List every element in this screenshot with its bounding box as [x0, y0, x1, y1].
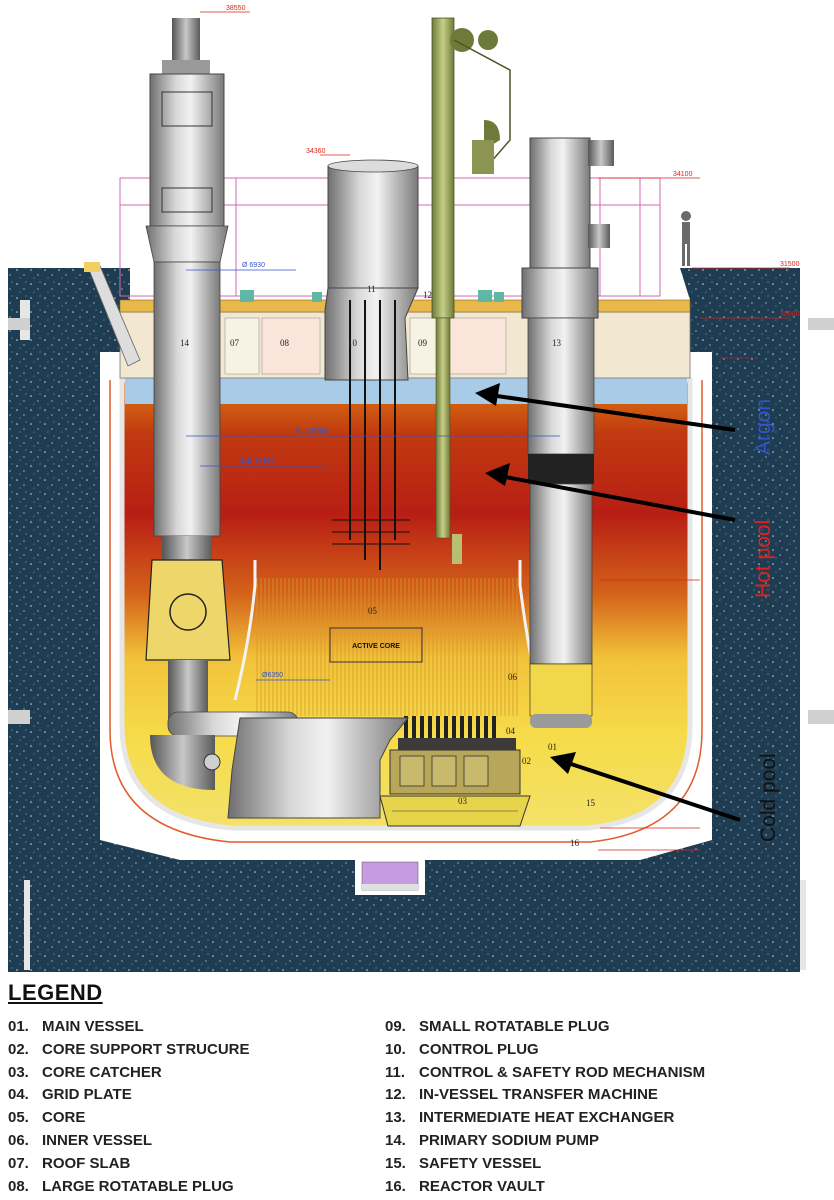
- control-safety-rod-mechanism: [332, 300, 410, 570]
- legend-item-label: CONTROL & SAFETY ROD MECHANISM: [419, 1063, 706, 1081]
- dim-elevation-1: 31500: [780, 261, 800, 268]
- legend-item-number: 13.: [385, 1109, 406, 1127]
- legend-item: 07. ROOF SLAB: [8, 1153, 250, 1176]
- legend-list-right: 09. SMALL ROTATABLE PLUG 10. CONTROL PLUG 11…: [385, 1016, 705, 1198]
- hot-pool-label: Hot pool: [752, 520, 775, 598]
- legend-item-number: 09.: [385, 1018, 406, 1035]
- core-catcher: [379, 795, 531, 827]
- tag-12: 12: [423, 290, 432, 300]
- intermediate-heat-exchanger: [521, 137, 614, 728]
- cold-pool-label: Cold pool: [757, 753, 780, 842]
- legend-item-label: INNER VESSEL: [42, 1131, 153, 1149]
- legend-item-label: ROOF SLAB: [42, 1154, 131, 1172]
- legend-item: 14. PRIMARY SODIUM PUMP: [385, 1130, 705, 1153]
- legend-item-number: 08.: [8, 1177, 29, 1195]
- tag-05: 05: [368, 606, 378, 616]
- legend-item: 12. IN-VESSEL TRANSFER MACHINE: [385, 1084, 705, 1107]
- tag-09: 09: [418, 338, 428, 348]
- legend-item-number: 05.: [8, 1109, 29, 1127]
- active-core-label: ACTIVE CORE: [352, 643, 400, 650]
- legend-item-number: 11.: [385, 1063, 406, 1081]
- legend-item-number: 07.: [8, 1154, 29, 1172]
- core-support-structure: [389, 749, 521, 795]
- tag-16: 16: [570, 838, 580, 848]
- core: [256, 578, 520, 716]
- tag-10: 10: [348, 338, 358, 348]
- tag-01: 01: [548, 742, 557, 752]
- legend-item-label: LARGE ROTATABLE PLUG: [42, 1177, 234, 1195]
- legend-item-label: CORE SUPPORT STRUCURE: [42, 1040, 250, 1058]
- legend-item-label: CONTROL PLUG: [419, 1040, 539, 1058]
- legend-item: 08. LARGE ROTATABLE PLUG: [8, 1176, 250, 1199]
- annotation-arrows: [475, 383, 741, 822]
- dimension-lines: [200, 11, 790, 851]
- in-vessel-transfer-machine: [431, 17, 511, 564]
- argon-label: Argon: [752, 399, 775, 455]
- legend-item: 16. REACTOR VAULT: [385, 1176, 705, 1199]
- legend-item: 10. CONTROL PLUG: [385, 1039, 705, 1062]
- reactor-cross-section: 38550 34360 34100 31500 30000 Ø 6930 PLD…: [8, 5, 834, 972]
- legend-item-label: CORE CATCHER: [42, 1063, 162, 1081]
- legend-item-label: MAIN VESSEL: [42, 1018, 144, 1035]
- dim-elevation-2: 30000: [780, 311, 800, 318]
- dim-core-diameter: Ø6350: [262, 672, 283, 679]
- legend-item-number: 03.: [8, 1063, 29, 1081]
- tag-13: 13: [552, 338, 562, 348]
- legend-item: 11. CONTROL & SAFETY ROD MECHANISM: [385, 1062, 705, 1085]
- core-support-flask: [227, 717, 410, 819]
- legend-item-number: 12.: [385, 1086, 406, 1104]
- tag-07: 07: [230, 338, 240, 348]
- legend-item-number: 01.: [8, 1018, 29, 1035]
- legend-title: LEGEND: [8, 980, 103, 1005]
- legend-item: 13. INTERMEDIATE HEAT EXCHANGER: [385, 1107, 705, 1130]
- dim-ihx-height: 34100: [673, 171, 693, 178]
- legend-item-label: REACTOR VAULT: [419, 1177, 545, 1195]
- legend-item: 02. CORE SUPPORT STRUCURE: [8, 1039, 250, 1062]
- legend-item-number: 14.: [385, 1131, 406, 1149]
- control-plug: [324, 159, 419, 381]
- legend-item-label: SAFETY VESSEL: [419, 1154, 542, 1172]
- diameter-lines: [186, 269, 560, 681]
- legend-item-number: 16.: [385, 1177, 406, 1195]
- tag-11: 11: [367, 284, 376, 294]
- legend-item: 05. CORE: [8, 1107, 250, 1130]
- human-scale-figure: [681, 211, 691, 266]
- tag-06: 06: [508, 672, 518, 682]
- tag-08: 08: [280, 338, 290, 348]
- legend-item-number: 06.: [8, 1131, 29, 1149]
- dim-control-plug-height: 34360: [306, 148, 326, 155]
- legend-item-label: PRIMARY SODIUM PUMP: [419, 1131, 600, 1149]
- legend-item: 09. SMALL ROTATABLE PLUG: [385, 1016, 705, 1039]
- legend-item-number: 10.: [385, 1040, 406, 1058]
- legend-item-number: 02.: [8, 1040, 29, 1058]
- legend-item: 15. SAFETY VESSEL: [385, 1153, 705, 1176]
- legend-item-label: INTERMEDIATE HEAT EXCHANGER: [419, 1109, 675, 1127]
- legend-item-label: IN-VESSEL TRANSFER MACHINE: [419, 1086, 658, 1104]
- tag-03: 03: [458, 796, 468, 806]
- tag-14: 14: [180, 338, 190, 348]
- inclined-transfer-port: [84, 262, 141, 367]
- legend-item-label: SMALL ROTATABLE PLUG: [419, 1018, 610, 1035]
- legend-item: 04. GRID PLATE: [8, 1084, 250, 1107]
- legend-item-number: 04.: [8, 1086, 29, 1104]
- primary-sodium-pump: [145, 18, 299, 790]
- legend-list-left: 01. MAIN VESSEL 02. CORE SUPPORT STRUCURE 03…: [8, 1016, 250, 1198]
- legend-item: 06. INNER VESSEL: [8, 1130, 250, 1153]
- legend-item: 01. MAIN VESSEL: [8, 1016, 250, 1039]
- dim-plug-diameter: Ø 6930: [242, 262, 265, 269]
- legend-item: 03. CORE CATCHER: [8, 1062, 250, 1085]
- tag-04: 04: [506, 726, 516, 736]
- tag-15: 15: [586, 798, 596, 808]
- dim-od: O.D 17900: [240, 458, 274, 465]
- legend-item-number: 15.: [385, 1154, 406, 1172]
- component-tags: 01 02 03 04 05 06 07 08 09 10 11 12 13 1…: [180, 284, 596, 848]
- dim-pld: PLD 9760: [296, 428, 327, 435]
- grid-plate: [398, 716, 516, 750]
- legend-item-label: CORE: [42, 1109, 86, 1127]
- legend-item-label: GRID PLATE: [42, 1086, 132, 1104]
- dim-top-height: 38550: [226, 5, 246, 12]
- tag-02: 02: [522, 756, 531, 766]
